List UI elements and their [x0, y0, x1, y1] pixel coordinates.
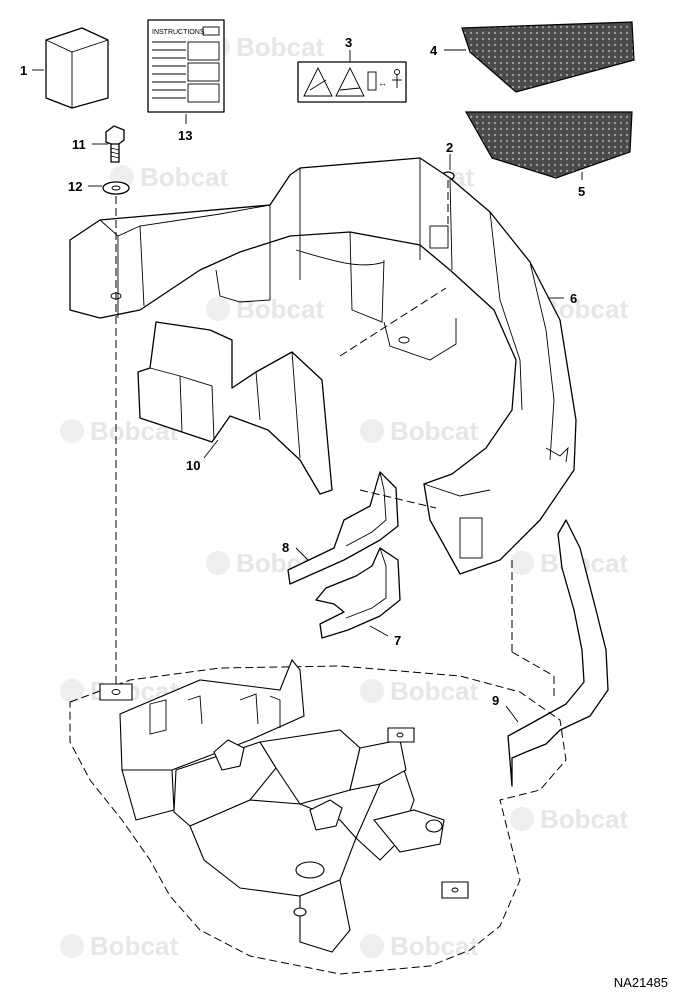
- callout-labels: 1 2 3 4 5 6 7 8 9 10 11 12 13: [20, 35, 585, 708]
- part-washer: [102, 181, 130, 195]
- callout-12: 12: [68, 179, 82, 194]
- watermark-text: Bobcat: [140, 162, 228, 192]
- watermark-logo-icon: [60, 934, 84, 958]
- part-foam-strip: [507, 519, 609, 787]
- watermark-text: Bobcat: [390, 931, 478, 961]
- watermark-logo-icon: [60, 679, 84, 703]
- callout-4: 4: [430, 43, 438, 58]
- callout-13: 13: [178, 128, 192, 143]
- callout-3: 3: [345, 35, 352, 50]
- watermark-text: Bobcat: [236, 32, 324, 62]
- part-foam-insert: [137, 321, 333, 495]
- part-counterweight: [69, 157, 577, 575]
- assembly-lines: [115, 180, 555, 700]
- watermark-text: Bobcat: [540, 804, 628, 834]
- manual-title: INSTRUCTIONS: [152, 29, 205, 36]
- part-step-pad-lower: [464, 111, 633, 179]
- part-box: [45, 27, 109, 109]
- part-chassis-frame: [69, 658, 567, 975]
- watermark-logo-icon: [510, 551, 534, 575]
- watermark-logo-icon: [60, 419, 84, 443]
- watermark-logo-icon: [206, 551, 230, 575]
- watermark-logo-icon: [510, 807, 534, 831]
- callout-1: 1: [20, 63, 27, 78]
- watermark-text: Bobcat: [236, 294, 324, 324]
- callout-2: 2: [446, 140, 453, 155]
- watermark-logo-icon: [360, 934, 384, 958]
- watermark-text: Bobcat: [90, 931, 178, 961]
- callout-10: 10: [186, 458, 200, 473]
- watermark-logo-icon: [360, 679, 384, 703]
- watermark-text: Bobcat: [390, 416, 478, 446]
- callout-9: 9: [492, 693, 499, 708]
- part-side-pad-8: [287, 471, 399, 585]
- part-instruction-manual: INSTRUCTIONS: [147, 19, 225, 113]
- part-warning-decal: ↔: [297, 61, 407, 103]
- watermark-logo-icon: [206, 297, 230, 321]
- callout-11: 11: [72, 137, 86, 152]
- part-bolt: [105, 125, 125, 163]
- part-step-pad-upper: [461, 21, 635, 93]
- watermark-logo-icon: [360, 419, 384, 443]
- decal-arrow-symbol: ↔: [378, 78, 387, 88]
- callout-5: 5: [578, 184, 585, 199]
- callout-leaders: [32, 49, 583, 723]
- callout-7: 7: [394, 633, 401, 648]
- drawing-number: NA21485: [613, 975, 668, 990]
- callout-6: 6: [570, 291, 577, 306]
- part-side-pad-7: [315, 547, 401, 639]
- watermark-text: Bobcat: [390, 676, 478, 706]
- callout-8: 8: [282, 540, 289, 555]
